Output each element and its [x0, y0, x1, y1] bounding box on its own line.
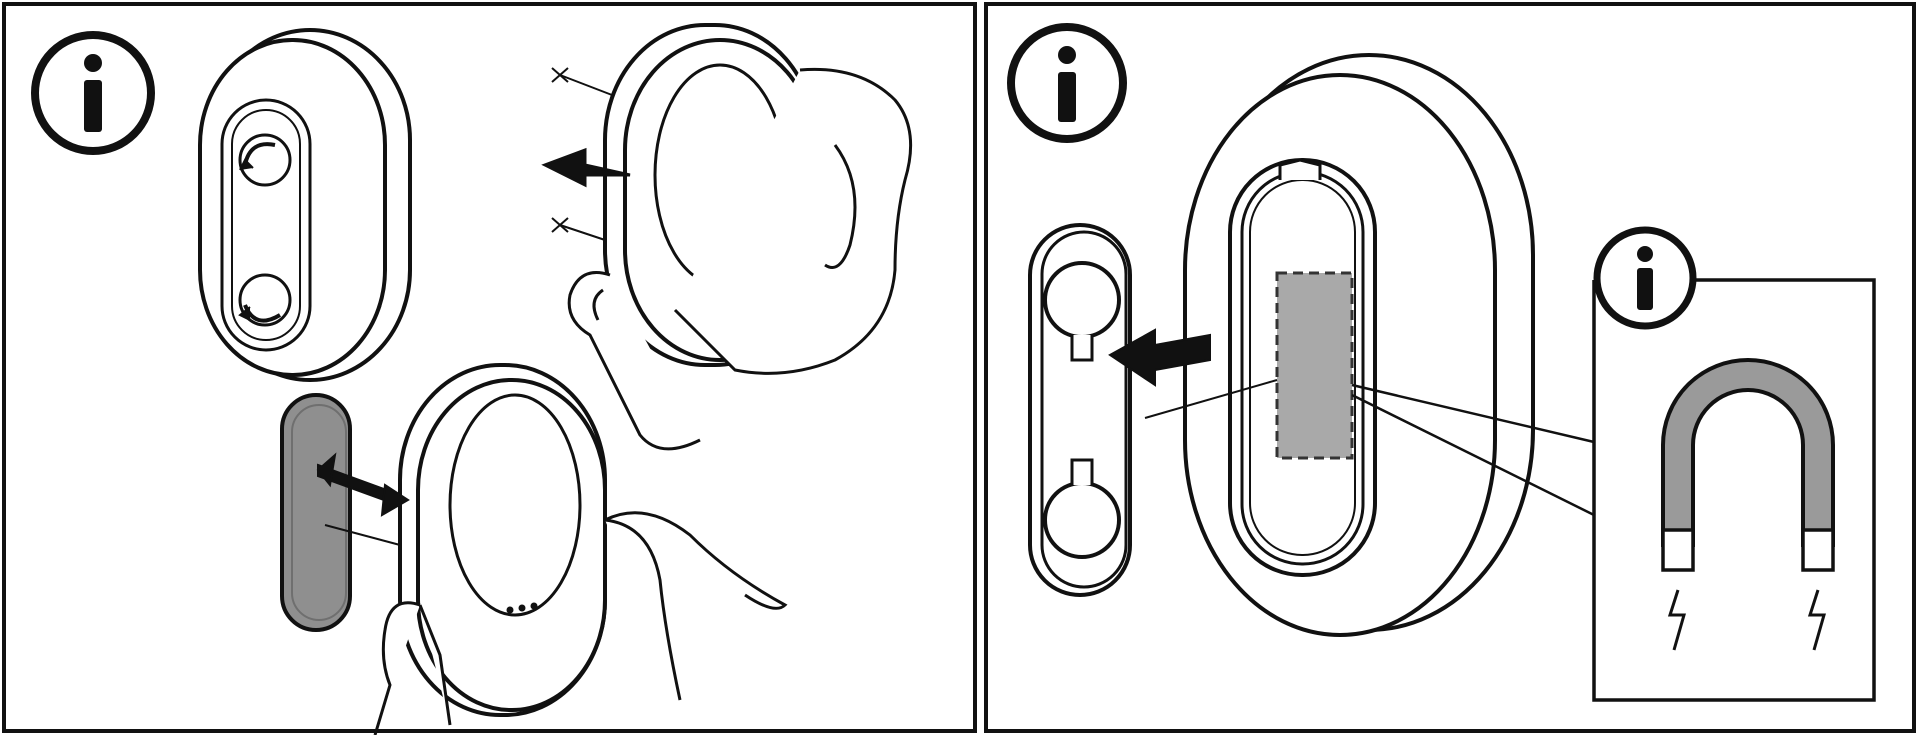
left-panel: [2, 2, 977, 735]
attach-arrow: [1108, 328, 1211, 387]
right-panel: [984, 2, 1916, 733]
hand-top: [567, 67, 913, 451]
info-icon: [1593, 226, 1697, 330]
device-back: [1183, 53, 1535, 637]
hand-bottom: [373, 511, 788, 735]
magnetic-area: [1275, 271, 1354, 460]
magnet-callout: [1592, 226, 1876, 702]
magnet-icon: [1661, 358, 1835, 651]
info-icon: [31, 31, 155, 155]
keyhole-backplate: [1028, 223, 1132, 597]
magnetic-pad: [280, 393, 352, 632]
mount-base: [198, 28, 412, 382]
info-icon: [1007, 23, 1127, 143]
attach-detach-arrow: [316, 452, 410, 517]
slide-direction-arrow: [541, 147, 631, 188]
device-with-pad: [324, 363, 607, 717]
